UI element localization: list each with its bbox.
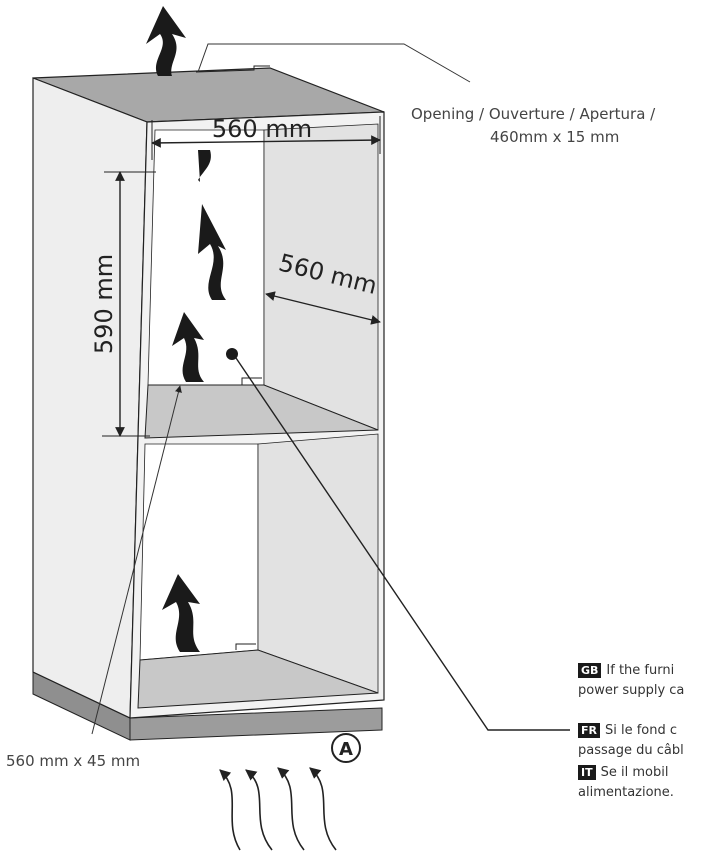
lower-compartment-back — [139, 443, 259, 661]
air-intake-icon — [219, 767, 337, 851]
note-fr-line2: passage du câbl — [578, 743, 684, 758]
plinth — [32, 671, 383, 741]
leader-cable-hole — [235, 357, 570, 731]
dimension-width-top — [151, 116, 381, 160]
note-gb-badge: GB — [578, 663, 602, 678]
note-it-line2: alimentazione. — [578, 785, 674, 800]
left-side-panel — [32, 77, 148, 719]
bottom-opening-label: 560 mm x 45 mm — [6, 752, 141, 770]
marker-a-label: A — [339, 739, 353, 760]
airflow-arrow-icon — [146, 6, 226, 652]
opening-label-line2: 460mm x 15 mm — [490, 128, 620, 146]
lower-compartment-right-wall — [257, 433, 379, 694]
dimension-height — [102, 171, 156, 437]
note-gb-line2: power supply ca — [578, 683, 685, 698]
lower-floor — [137, 649, 379, 709]
top-opening-slot — [195, 65, 270, 73]
width-top-label: 560 mm — [212, 115, 312, 143]
opening-label-line1: Opening / Ouverture / Apertura / — [411, 105, 656, 123]
marker-a-circle — [331, 733, 361, 763]
shelf-slot-upper — [241, 377, 262, 385]
note-it-badge: IT — [578, 765, 596, 780]
leader-bottom-opening — [91, 385, 182, 735]
note-fr-badge: FR — [578, 723, 600, 738]
height-label: 590 mm — [90, 254, 118, 354]
upper-shelf — [144, 384, 379, 439]
cable-hole-icon — [226, 348, 238, 360]
leader-opening — [197, 43, 471, 83]
shelf-slot-lower — [235, 643, 256, 650]
dimension-depth — [265, 291, 381, 325]
